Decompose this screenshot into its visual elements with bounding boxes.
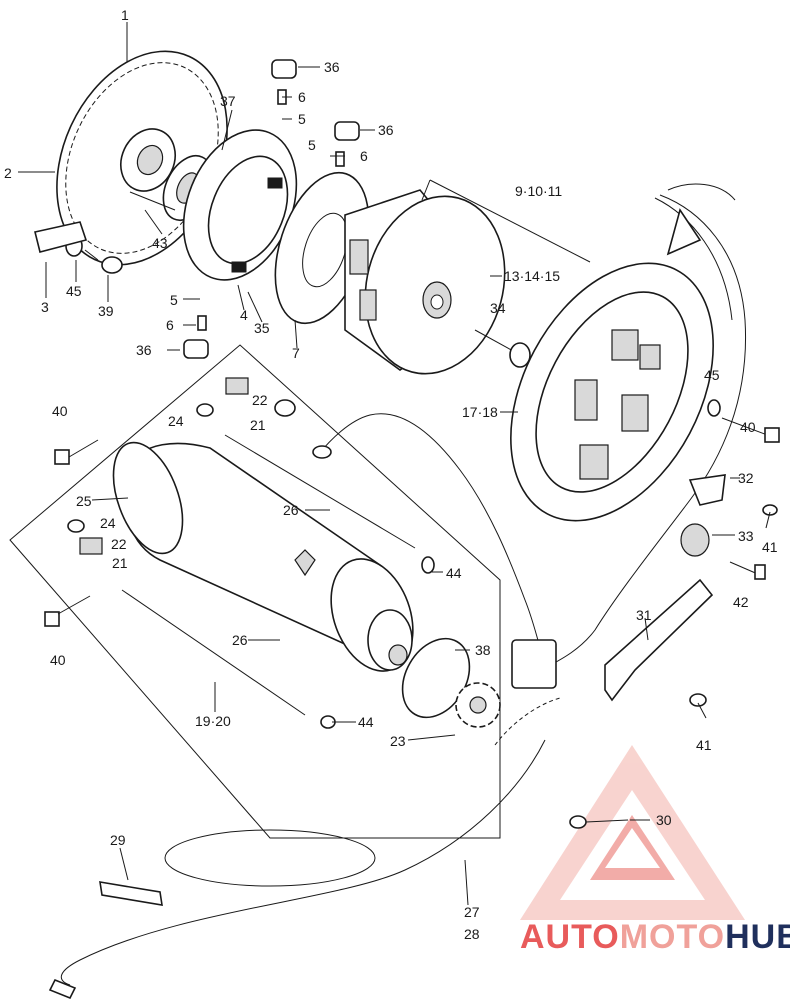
callout-37: 37 <box>220 93 236 109</box>
watermark-auto: AUTO <box>520 918 620 956</box>
callout-36-a: 36 <box>324 59 340 75</box>
bolt-40-right <box>721 417 780 443</box>
roller-36-c <box>183 339 209 359</box>
bolt-40-lower <box>44 595 91 627</box>
callout-26-b: 26 <box>232 632 248 648</box>
brush-holder-22-upper <box>225 377 249 395</box>
callout-40-c: 40 <box>50 652 66 668</box>
callout-36-b: 36 <box>378 122 394 138</box>
watermark-hub: HUB <box>725 918 790 956</box>
bolt-41-lower <box>689 693 707 719</box>
washer-45-right <box>707 399 721 417</box>
bolt-41-upper <box>762 504 778 529</box>
spring-6-b <box>335 151 345 167</box>
watermark-logo-icon <box>520 745 745 920</box>
roller-36-a <box>271 59 297 79</box>
callout-21-b: 21 <box>112 555 128 571</box>
callout-29: 29 <box>110 832 126 848</box>
callout-19-20: 19·20 <box>195 713 231 729</box>
callout-41-a: 41 <box>762 539 778 555</box>
svg-text:AUTOMOTOHUB: AUTOMOTOHUB <box>520 918 790 956</box>
washer-44-upper <box>421 556 435 574</box>
callout-24-b: 24 <box>100 515 116 531</box>
callout-32: 32 <box>738 470 754 486</box>
callout-44-b: 44 <box>358 714 374 730</box>
callout-43: 43 <box>152 235 168 251</box>
watermark-text: AUTOMOTOHUB <box>520 918 790 956</box>
callout-5-c: 5 <box>170 292 178 308</box>
callout-1: 1 <box>121 7 129 23</box>
callout-28: 28 <box>464 926 480 942</box>
callout-27: 27 <box>464 904 480 920</box>
bolt-39 <box>84 249 123 274</box>
nut-21 <box>274 399 296 417</box>
roller-36-b <box>334 121 360 141</box>
starter-through-bolts <box>121 434 416 716</box>
bracket-31 <box>604 578 714 702</box>
watermark-moto: MOTO <box>620 918 725 956</box>
callout-45-b: 45 <box>704 367 720 383</box>
callout-5-a: 5 <box>298 111 306 127</box>
callout-6-b: 6 <box>360 148 368 164</box>
callout-38: 38 <box>475 642 491 658</box>
leader-lines <box>18 22 740 906</box>
callout-9-10-11: 9·10·11 <box>515 183 562 199</box>
starter-clutch-outer <box>182 129 298 281</box>
alternator-stator <box>510 262 714 522</box>
nut-33 <box>680 523 710 557</box>
callout-21-a: 21 <box>250 417 266 433</box>
callout-44-a: 44 <box>446 565 462 581</box>
callout-24-a: 24 <box>168 413 184 429</box>
clip-24-lower <box>67 519 85 533</box>
spacer-30 <box>569 815 629 829</box>
callout-36-c: 36 <box>136 342 152 358</box>
callout-31: 31 <box>636 607 652 623</box>
callout-6-c: 6 <box>166 317 174 333</box>
callout-40-b: 40 <box>740 419 756 435</box>
callout-33: 33 <box>738 528 754 544</box>
callout-22-a: 22 <box>252 392 268 408</box>
callout-6-a: 6 <box>298 89 306 105</box>
callout-13-14-15: 13·14·15 <box>504 268 560 284</box>
callout-40-a: 40 <box>52 403 68 419</box>
callout-34: 34 <box>490 300 506 316</box>
callout-39: 39 <box>98 303 114 319</box>
callout-45-a: 45 <box>66 283 82 299</box>
bolt-42 <box>729 561 766 580</box>
starter-motor <box>112 441 414 672</box>
clip-24-upper <box>196 403 214 417</box>
callout-26-a: 26 <box>283 502 299 518</box>
cable-chain <box>494 697 561 746</box>
callout-3: 3 <box>41 299 49 315</box>
starter-pinion-gear <box>455 682 501 728</box>
callout-25: 25 <box>76 493 92 509</box>
callout-23: 23 <box>390 733 406 749</box>
clip-29 <box>99 881 163 906</box>
spring-6-c <box>197 315 207 331</box>
pickup-lead-wire <box>312 413 557 689</box>
callout-2: 2 <box>4 165 12 181</box>
callout-labels: 1 2 3 4 5 5 5 6 6 6 7 9·10·11 13·14·15 1… <box>4 7 778 942</box>
bolt-34 <box>474 329 531 368</box>
clip-32 <box>688 474 726 506</box>
spark-plug-lead <box>48 739 546 1000</box>
callout-7: 7 <box>292 345 300 361</box>
callout-4: 4 <box>240 307 248 323</box>
bolt-43 <box>129 191 176 211</box>
callout-42: 42 <box>733 594 749 610</box>
callout-22-b: 22 <box>111 536 127 552</box>
callout-30: 30 <box>656 812 672 828</box>
plate-3 <box>34 221 88 253</box>
callout-41-b: 41 <box>696 737 712 753</box>
callout-5-b: 5 <box>308 137 316 153</box>
callout-35: 35 <box>254 320 270 336</box>
brush-holder-22-lower <box>79 537 103 555</box>
callout-17-18: 17·18 <box>462 404 498 420</box>
alternator-rotor <box>344 189 506 375</box>
bolt-40-upper <box>54 439 99 465</box>
